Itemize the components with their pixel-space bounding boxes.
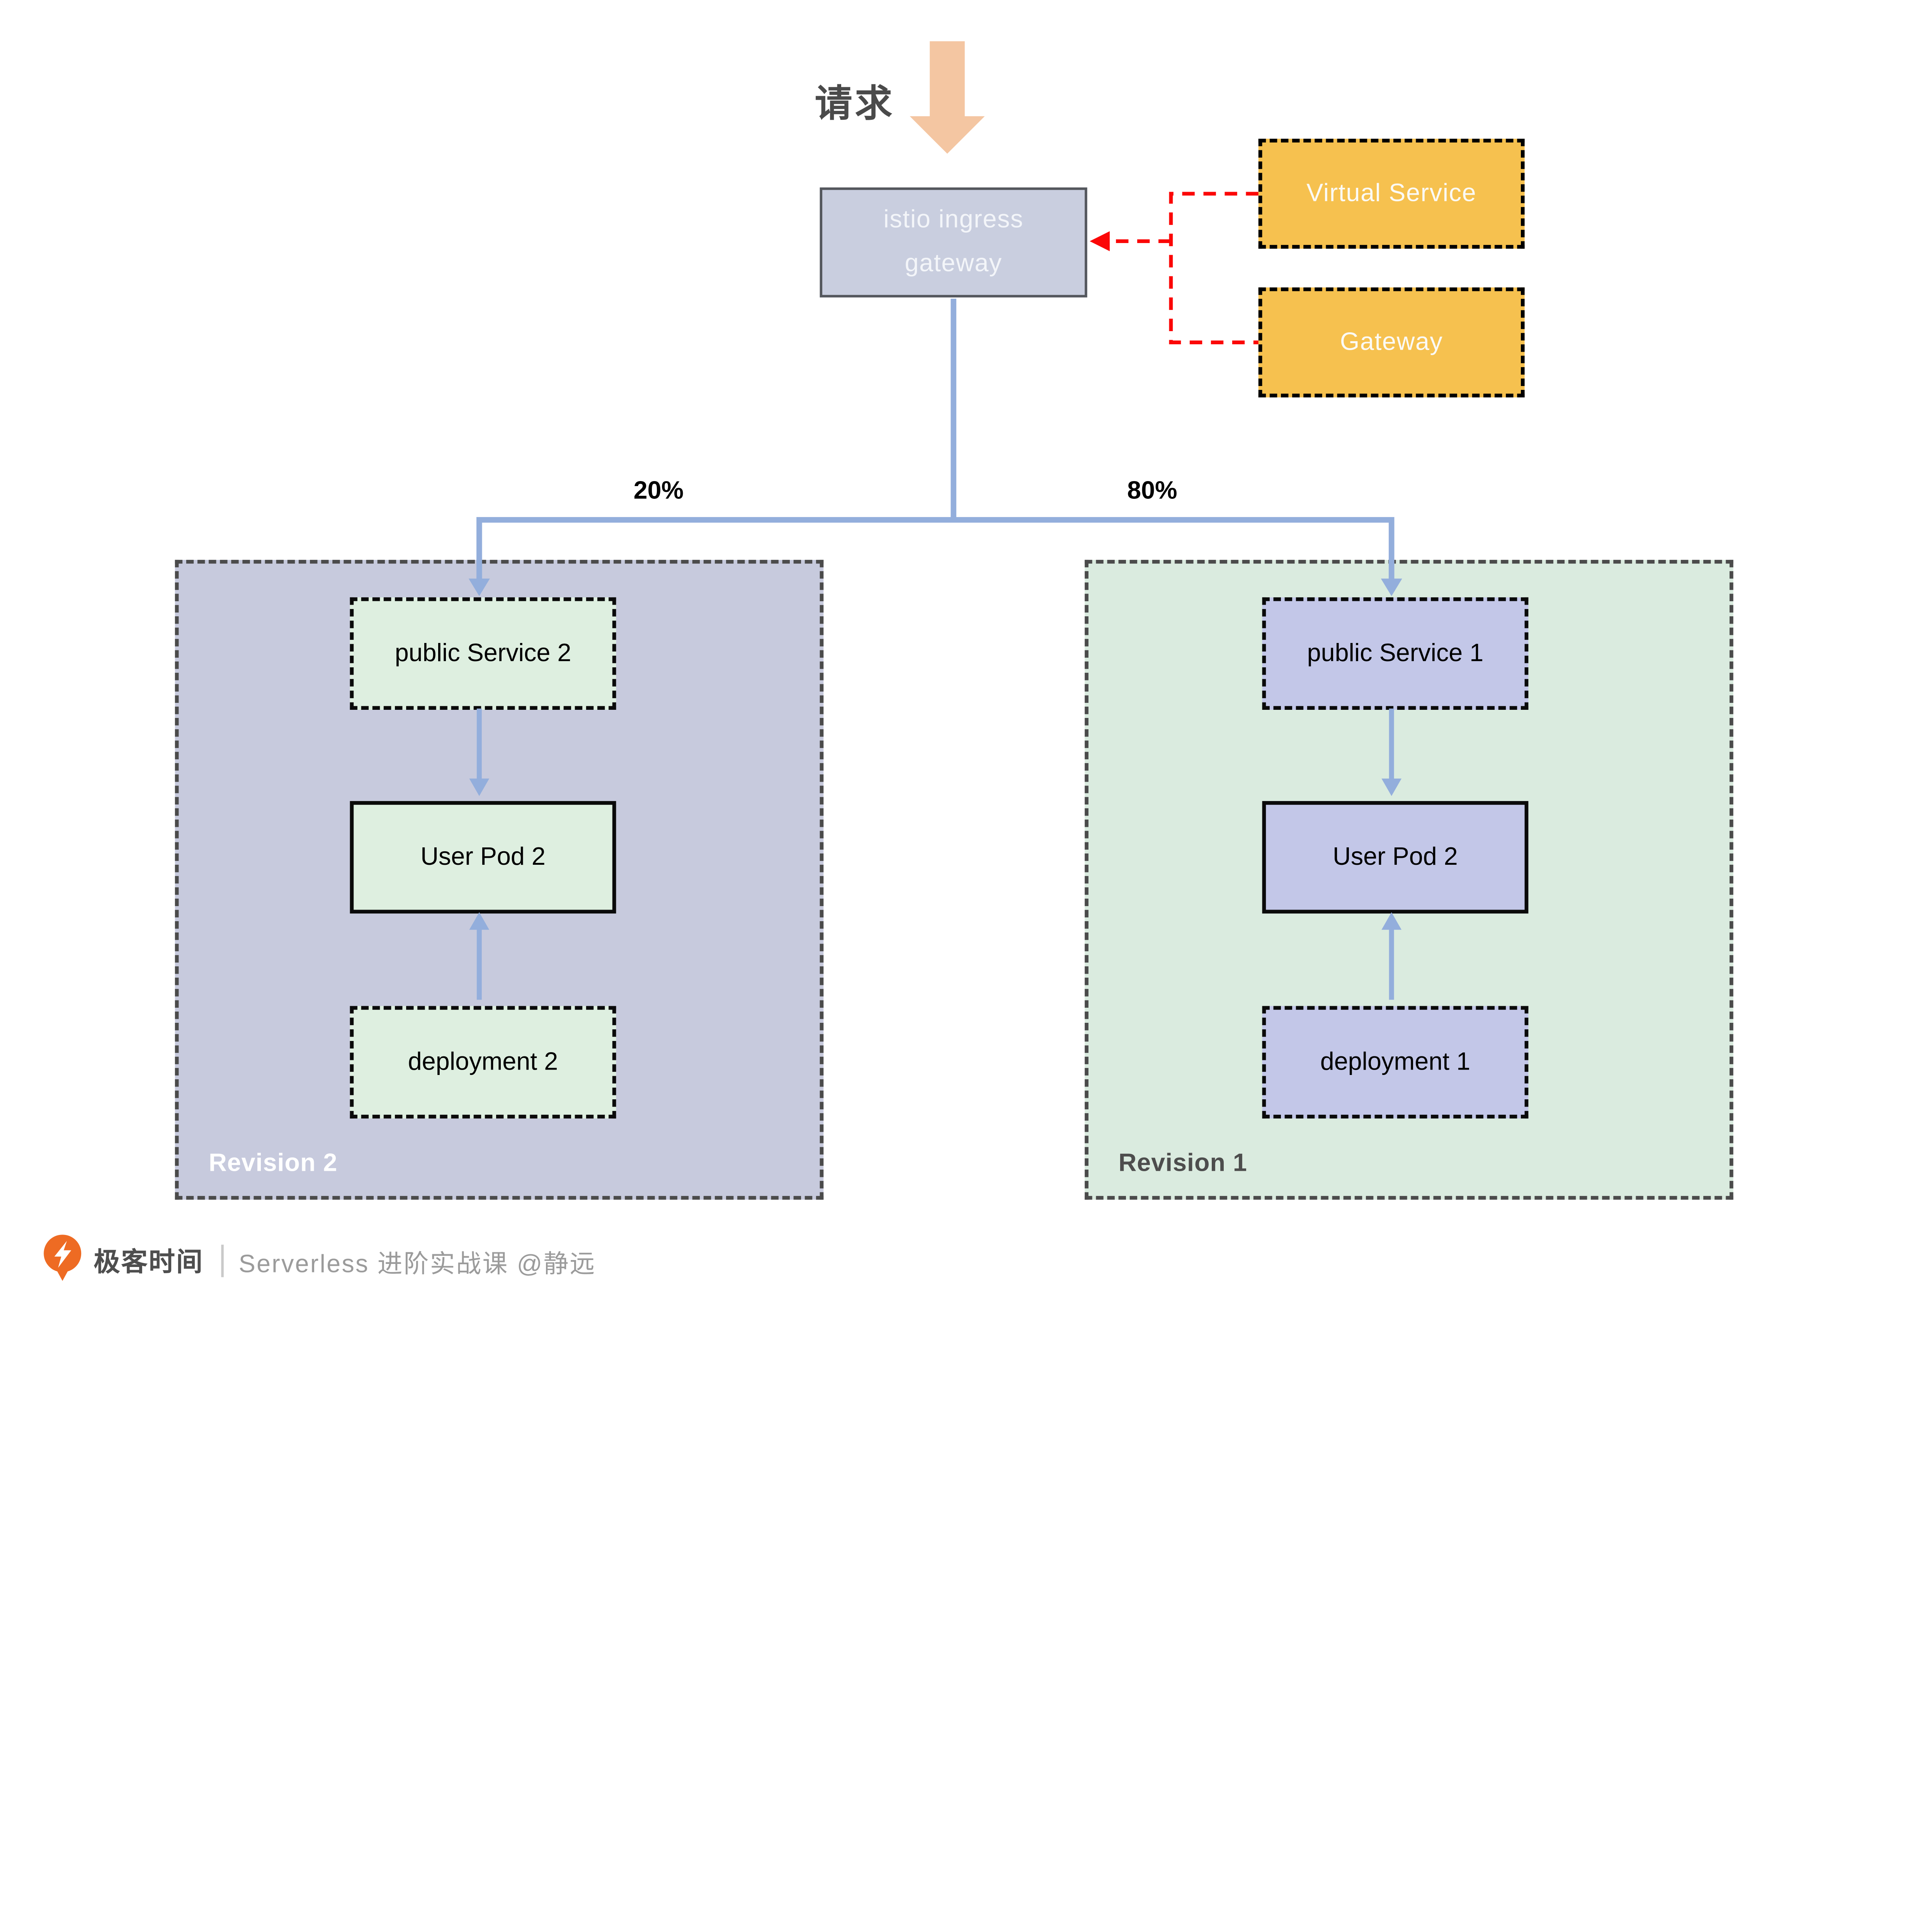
request-label: 请求 — [815, 83, 895, 125]
virtual-service-box: Virtual Service — [1258, 138, 1525, 249]
public-service-1-box: public Service 1 — [1262, 597, 1529, 710]
istio-label-line1: istio ingress — [883, 206, 1024, 234]
user-pod-box-right: User Pod 2 — [1262, 801, 1529, 914]
revision-1-title: Revision 1 — [1118, 1150, 1247, 1177]
footer-divider — [221, 1245, 224, 1277]
traffic-percent-left: 20% — [633, 477, 684, 505]
footer-brand: 极客时间 — [94, 1248, 204, 1277]
deployment-2-label: deployment 2 — [408, 1048, 558, 1075]
public-service-1-label: public Service 1 — [1307, 639, 1484, 667]
user-pod-2-left-label: User Pod 2 — [420, 843, 546, 871]
public-service-2-label: public Service 2 — [395, 639, 571, 667]
gateway-box: Gateway — [1258, 287, 1525, 398]
traffic-percent-right: 80% — [1127, 477, 1177, 505]
deployment-1-label: deployment 1 — [1320, 1048, 1471, 1075]
revision-1-container: public Service 1 User Pod 2 deployment 1… — [1085, 560, 1733, 1200]
traffic-split-diagram: 请求 public Service 2 User Pod 2 deploymen… — [41, 41, 1733, 1290]
public-service-2-box: public Service 2 — [350, 597, 616, 710]
red-dashed-connector — [1109, 192, 1259, 345]
gateway-label: Gateway — [1340, 328, 1443, 356]
deployment-1-box: deployment 1 — [1262, 1006, 1529, 1119]
red-arrowhead-into-istio — [1090, 231, 1110, 252]
user-pod-2-box-left: User Pod 2 — [350, 801, 616, 914]
deployment-2-box: deployment 2 — [350, 1006, 616, 1119]
traffic-split-connector — [476, 298, 1395, 580]
istio-ingress-gateway-box: istio ingress gateway — [820, 187, 1087, 298]
istio-label-line2: gateway — [905, 250, 1002, 277]
revision-2-title: Revision 2 — [209, 1150, 338, 1177]
revision-2-container: public Service 2 User Pod 2 deployment 2… — [175, 560, 824, 1200]
footer-course-credit: Serverless 进阶实战课 @静远 — [238, 1250, 596, 1278]
user-pod-right-label: User Pod 2 — [1333, 843, 1458, 871]
geektime-logo-icon — [44, 1235, 82, 1281]
virtual-service-label: Virtual Service — [1306, 179, 1477, 207]
footer: 极客时间 Serverless 进阶实战课 @静远 — [41, 1232, 596, 1290]
